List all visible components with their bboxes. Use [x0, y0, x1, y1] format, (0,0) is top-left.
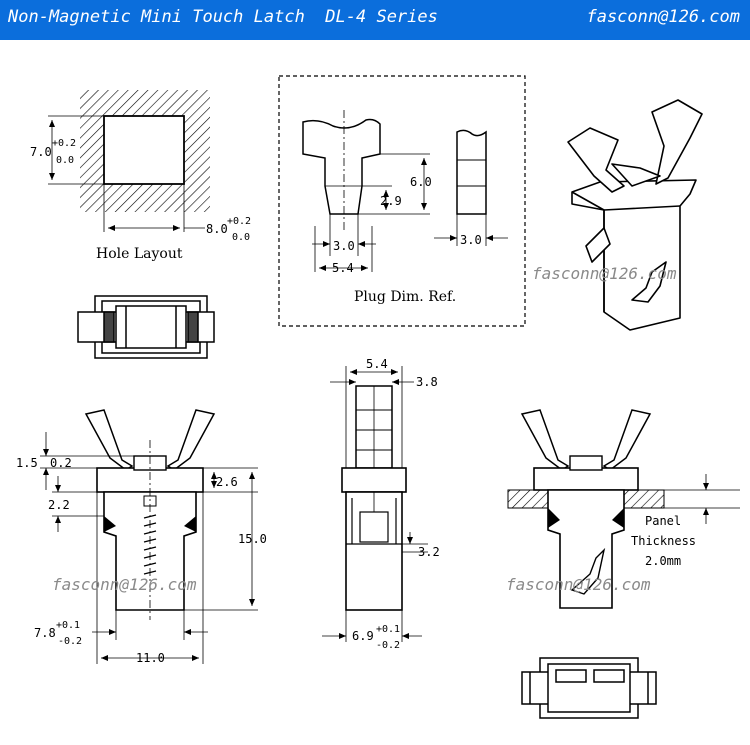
plug-dim-tip: 3.0	[333, 239, 355, 253]
panel-left	[507, 489, 549, 509]
plug-outline	[302, 118, 381, 215]
front-dim-width: 11.0	[136, 651, 165, 665]
plug-ref-frame	[278, 75, 526, 327]
bottom-view	[521, 657, 657, 719]
hole-layout-caption: Hole Layout	[96, 246, 183, 262]
plug-dim-neck: 2.9	[380, 194, 402, 208]
hole-cutout	[103, 115, 185, 185]
panel-label: Panel	[645, 514, 681, 528]
watermark: fasconn@126.com	[506, 575, 651, 594]
hole-width-dim: 8.0	[206, 222, 228, 236]
hole-layout: 7.0 +0.2 0.0 8.0 +0.2 0.0 Hole Layout	[30, 90, 251, 262]
title-banner: Non-Magnetic Mini Touch Latch DL-4 Serie…	[0, 0, 750, 40]
front-right-arm	[166, 409, 216, 471]
top-view	[77, 295, 215, 359]
hole-height-dim: 7.0	[30, 145, 52, 159]
front-view: 1.5 0.2 2.6 2.2 15.0 7.8 +0.1 -0.2 11.0	[16, 409, 267, 665]
front-dim-height: 15.0	[238, 532, 267, 546]
side-dim-top-inner: 3.8	[416, 375, 438, 389]
plug-dim-height: 6.0	[410, 175, 432, 189]
iso-hook	[631, 261, 667, 303]
panel-right	[623, 489, 665, 509]
plug-dim-ref: 6.0 2.9 3.0 5.4 3.0 Plug Dim. Ref.	[278, 75, 526, 327]
hole-width-tol-lower: 0.0	[232, 232, 250, 243]
plug-dim-side: 3.0	[460, 233, 482, 247]
isometric-view	[567, 99, 703, 331]
plug-side-view	[456, 129, 487, 215]
front-dim-body: 7.8	[34, 626, 56, 640]
front-dim-body-tol-upper: +0.1	[56, 620, 80, 631]
mounted-view: Panel Thickness 2.0mm	[507, 409, 740, 609]
front-left-arm	[84, 409, 134, 471]
thickness-value: 2.0mm	[645, 554, 681, 568]
side-flange	[341, 467, 407, 493]
iso-right-arm	[651, 99, 703, 185]
side-dim-body: 6.9	[352, 629, 374, 643]
front-dim-step: 2.2	[48, 498, 70, 512]
hole-width-tol-upper: +0.2	[227, 216, 251, 227]
hole-height-tol-upper: +0.2	[52, 138, 76, 149]
iso-left-arm	[567, 127, 625, 193]
plug-ref-caption: Plug Dim. Ref.	[354, 289, 456, 305]
side-dim-body-tol-upper: +0.1	[376, 624, 400, 635]
side-view: 5.4 3.8 3.2 6.9 +0.1 -0.2	[322, 357, 440, 651]
front-dim-body-tol-lower: -0.2	[58, 636, 82, 647]
front-dim-flange: 2.6	[216, 475, 238, 489]
plug-dim-base: 5.4	[332, 261, 354, 275]
side-dim-top-width: 5.4	[366, 357, 388, 371]
front-dim-top-tol: 0.2	[50, 456, 72, 470]
watermark: fasconn@126.com	[52, 575, 197, 594]
front-dim-top: 1.5	[16, 456, 38, 470]
hole-height-tol-lower: 0.0	[56, 155, 74, 166]
side-dim-body-tol-lower: -0.2	[376, 640, 400, 651]
banner-title: Non-Magnetic Mini Touch Latch DL-4 Serie…	[8, 7, 438, 27]
iso-window	[585, 227, 611, 263]
side-dim-slot: 3.2	[418, 545, 440, 559]
mounted-body	[547, 489, 625, 609]
thickness-label: Thickness	[631, 534, 696, 548]
banner-email: fasconn@126.com	[586, 7, 740, 27]
watermark: fasconn@126.com	[532, 264, 677, 283]
